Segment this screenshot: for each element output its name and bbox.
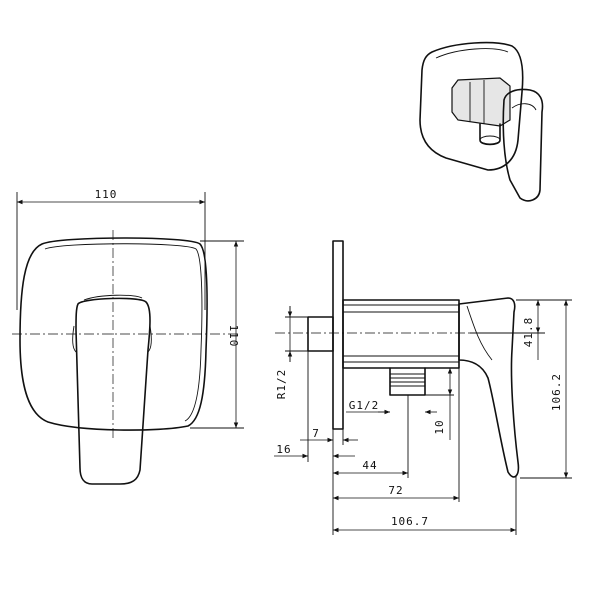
dim-10: 10 <box>433 419 446 434</box>
dim-44: 44 <box>362 459 377 472</box>
dim-thread-r: R1/2 <box>275 369 288 400</box>
dim-41-8: 41.8 <box>522 317 535 348</box>
side-view: R1/2 G1/2 10 7 16 44 72 106.7 41.8 <box>274 240 572 535</box>
dim-thread-g: G1/2 <box>349 399 380 412</box>
dim-72: 72 <box>388 484 403 497</box>
dim-16: 16 <box>276 443 291 456</box>
dim-front-width: 110 <box>95 188 118 201</box>
dim-7: 7 <box>312 427 320 440</box>
dim-106-7: 106.7 <box>391 515 429 528</box>
dim-front-height: 110 <box>227 325 240 348</box>
dim-106-2: 106.2 <box>550 373 563 411</box>
isometric-view <box>419 41 544 202</box>
front-view: 110 110 <box>12 188 244 485</box>
